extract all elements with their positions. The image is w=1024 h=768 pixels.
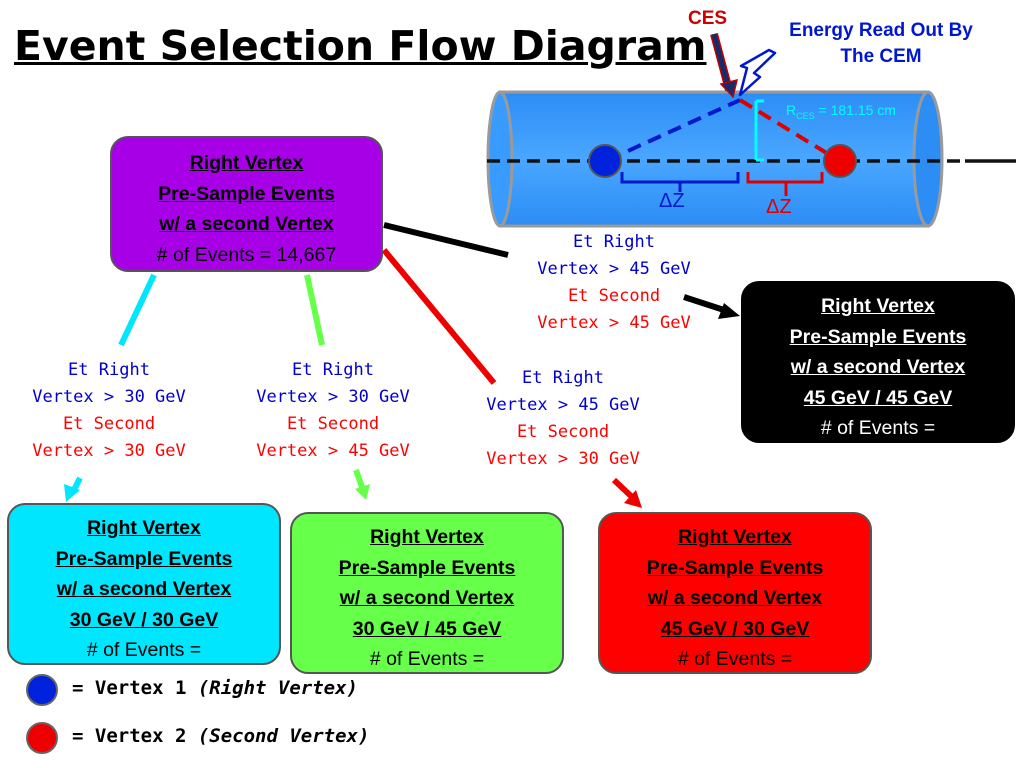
legend-vertex-2-italic: (Second Vertex) [197,725,370,747]
track-vertex-2 [738,98,840,162]
rces-subscript: CES [796,110,815,121]
connector-cyan-2 [71,476,83,492]
cem-label-line1: Energy Read Out By [789,20,973,41]
box-30-45-line3: w/ a second Vertex [339,587,515,609]
box-45-30-count: # of Events = [677,648,793,670]
cut-45-45-l3: Et Second [567,286,661,306]
box-45-45-count: # of Events = [820,417,936,439]
cut-label-45-30: Et Right Vertex > 45 GeV Et Second Verte… [456,365,670,473]
arrowhead-black [718,303,740,319]
box-30-45: Right Vertex Pre-Sample Events w/ a seco… [290,512,564,674]
box-30-30-line3: w/ a second Vertex [56,578,232,600]
cut-45-45-l2: Vertex > 45 GeV [537,259,691,279]
cut-45-45-l1: Et Right [573,232,655,252]
rces-bracket [754,99,764,162]
legend-vertex-2-dot [26,722,58,754]
cut-30-45-l2: Vertex > 30 GeV [256,387,410,407]
box-30-30: Right Vertex Pre-Sample Events w/ a seco… [7,503,281,665]
cut-30-45-l4: Vertex > 45 GeV [256,441,410,461]
track-vertex-1 [607,98,741,162]
box-main-count: # of Events = 14,667 [156,243,337,266]
box-main-line3: w/ a second Vertex [159,213,334,235]
legend-vertex-1-dot [26,674,58,706]
dz-red-label: ΔZ [766,196,792,218]
legend-vertex-2-prefix: = Vertex 2 [72,725,198,747]
connector-cyan [118,273,157,347]
box-45-30-line3: w/ a second Vertex [647,587,823,609]
arrowhead-cyan [64,484,80,502]
rces-value: = 181.15 cm [814,102,896,118]
box-45-30-line4: 45 GeV / 30 GeV [660,617,810,640]
legend-vertex-1-prefix: = Vertex 1 [72,677,198,699]
connector-green-2 [353,469,365,488]
vertex-1-dot [588,144,622,178]
box-45-45-line2: Pre-Sample Events [789,325,967,348]
vertex-2-dot [823,144,857,178]
box-30-45-line4: 30 GeV / 45 GeV [352,617,502,640]
box-main-vertex: Right Vertex Pre-Sample Events w/ a seco… [110,136,383,272]
cut-45-45-l4: Vertex > 45 GeV [537,313,691,333]
connector-green [304,274,325,346]
ces-arrow [710,32,739,99]
box-30-30-count: # of Events = [86,639,202,661]
rces-symbol: R [786,102,797,118]
box-45-45: Right Vertex Pre-Sample Events w/ a seco… [741,281,1015,443]
box-main-line1: Right Vertex [189,152,304,174]
ces-label: CES [688,8,728,29]
cut-30-45-l3: Et Second [286,414,380,434]
box-30-45-line1: Right Vertex [370,526,484,548]
box-30-30-line1: Right Vertex [87,517,201,539]
arrowhead-red [624,490,642,508]
legend-vertex-2: = Vertex 2 (Second Vertex) [72,725,369,747]
box-45-30: Right Vertex Pre-Sample Events w/ a seco… [598,512,872,674]
cut-label-45-45: Et Right Vertex > 45 GeV Et Second Verte… [503,229,725,337]
box-30-30-line2: Pre-Sample Events [55,547,233,570]
connector-black-2 [683,294,725,313]
cut-30-45-l1: Et Right [292,360,374,380]
cut-30-30-l2: Vertex > 30 GeV [32,387,186,407]
box-30-45-line2: Pre-Sample Events [338,556,516,579]
box-45-45-line1: Right Vertex [821,295,935,317]
connector-red-2 [611,477,634,499]
dz-blue-label: ΔZ [659,190,685,212]
connector-black [383,222,509,258]
box-45-30-line1: Right Vertex [678,526,792,548]
page-title: Event Selection Flow Diagram [14,22,707,70]
cut-30-30-l1: Et Right [68,360,150,380]
cut-45-30-l4: Vertex > 30 GeV [486,449,640,469]
box-45-45-line3: w/ a second Vertex [790,356,966,378]
box-main-line2: Pre-Sample Events [158,182,335,205]
arrowhead-green [355,484,370,500]
connector-red [381,248,497,385]
legend-vertex-1-italic: (Right Vertex) [197,677,358,699]
box-30-30-line4: 30 GeV / 30 GeV [69,608,219,631]
cut-45-30-l2: Vertex > 45 GeV [486,395,640,415]
cut-30-30-l3: Et Second [62,414,156,434]
cut-45-30-l1: Et Right [522,368,604,388]
cut-label-30-45: Et Right Vertex > 30 GeV Et Second Verte… [226,357,440,465]
box-30-45-count: # of Events = [369,648,485,670]
rces-label: RCES = 181.15 cm [786,102,896,121]
box-45-30-line2: Pre-Sample Events [646,556,824,579]
cem-label-line2: The CEM [840,46,922,67]
box-45-45-line4: 45 GeV / 45 GeV [803,386,953,409]
cut-label-30-30: Et Right Vertex > 30 GeV Et Second Verte… [4,357,214,465]
cut-30-30-l4: Vertex > 30 GeV [32,441,186,461]
cut-45-30-l3: Et Second [516,422,610,442]
cem-label: Energy Read Out By The CEM [772,18,990,70]
cem-arrow [738,48,777,97]
legend-vertex-1: = Vertex 1 (Right Vertex) [72,677,358,699]
